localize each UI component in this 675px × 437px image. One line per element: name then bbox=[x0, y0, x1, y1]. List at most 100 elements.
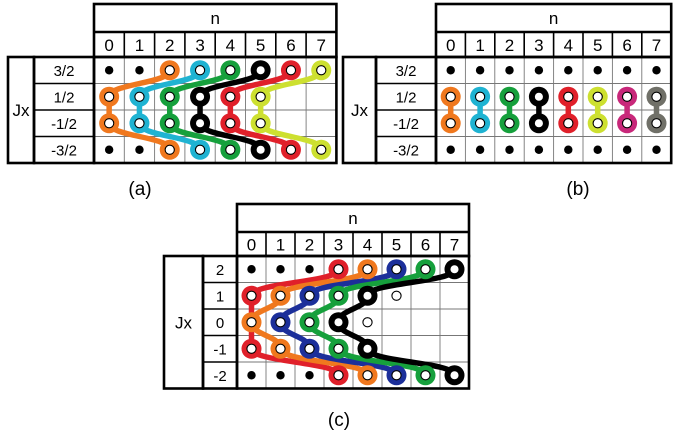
column-label: 7 bbox=[652, 36, 661, 55]
filled-dot bbox=[276, 265, 285, 274]
state-dots bbox=[445, 66, 662, 154]
open-dot bbox=[445, 118, 456, 129]
loop-cyan bbox=[136, 67, 203, 153]
column-label: 2 bbox=[165, 36, 174, 55]
open-dot bbox=[391, 264, 402, 275]
open-dot bbox=[474, 91, 486, 102]
filled-dot bbox=[652, 145, 661, 154]
column-label: 4 bbox=[363, 236, 372, 255]
open-dot bbox=[449, 370, 460, 381]
jx-box bbox=[341, 55, 378, 165]
open-dot bbox=[533, 91, 545, 102]
filled-dot bbox=[593, 145, 602, 154]
open-dot bbox=[134, 118, 145, 129]
open-dot bbox=[592, 118, 603, 129]
filled-dot bbox=[247, 265, 256, 274]
filled-dot bbox=[104, 145, 114, 154]
jx-label: Jx bbox=[13, 101, 31, 120]
column-label: 0 bbox=[104, 36, 113, 55]
filled-dot bbox=[135, 145, 144, 154]
column-label: 6 bbox=[622, 36, 631, 55]
open-dot bbox=[246, 343, 257, 354]
open-dot bbox=[225, 118, 236, 129]
row-label: 1 bbox=[216, 288, 224, 305]
open-dot bbox=[445, 91, 456, 102]
filled-dot bbox=[593, 66, 602, 75]
filled-dot bbox=[622, 66, 632, 75]
loop-black bbox=[197, 67, 264, 153]
filled-dot bbox=[505, 66, 514, 75]
state-dots bbox=[246, 264, 460, 381]
column-label: 4 bbox=[564, 36, 573, 55]
panel-caption: (b) bbox=[566, 179, 589, 200]
open-dot bbox=[391, 290, 402, 301]
column-label: 1 bbox=[475, 36, 484, 55]
filled-dot bbox=[505, 145, 514, 154]
open-dot bbox=[304, 343, 315, 354]
column-label: 1 bbox=[276, 236, 285, 255]
open-dot bbox=[651, 91, 662, 102]
filled-dot bbox=[652, 66, 661, 75]
open-dot bbox=[563, 118, 574, 129]
jx-box bbox=[162, 254, 205, 390]
filled-dot bbox=[622, 145, 632, 154]
column-label: 0 bbox=[247, 236, 256, 255]
column-label: 5 bbox=[392, 236, 401, 255]
filled-dot bbox=[446, 145, 455, 154]
open-dot bbox=[225, 91, 236, 102]
column-label: 7 bbox=[450, 236, 459, 255]
jx-label: Jx bbox=[175, 313, 193, 332]
open-dot bbox=[225, 65, 236, 76]
filled-dot bbox=[305, 371, 314, 380]
column-label: 2 bbox=[505, 36, 514, 55]
column-label: 1 bbox=[135, 36, 144, 55]
filled-dot bbox=[446, 66, 455, 75]
open-dot bbox=[333, 264, 344, 275]
open-dot bbox=[285, 144, 297, 155]
row-label: 0 bbox=[216, 315, 224, 332]
loop-yellow bbox=[257, 67, 324, 153]
filled-dot bbox=[475, 66, 485, 75]
open-dot bbox=[474, 118, 486, 129]
column-label: 3 bbox=[334, 236, 343, 255]
open-dot bbox=[362, 343, 373, 354]
open-dot bbox=[333, 290, 344, 301]
open-dot bbox=[164, 144, 175, 155]
loops bbox=[106, 67, 324, 153]
open-dot bbox=[246, 317, 257, 328]
column-label: 5 bbox=[593, 36, 602, 55]
open-dot bbox=[275, 343, 286, 354]
filled-dot bbox=[564, 145, 573, 154]
open-dot bbox=[134, 91, 145, 102]
open-dot bbox=[420, 370, 431, 381]
open-dot bbox=[504, 91, 515, 102]
filled-dot bbox=[534, 145, 544, 154]
open-dot bbox=[621, 118, 633, 129]
open-dot bbox=[255, 91, 266, 102]
open-dot bbox=[333, 317, 344, 328]
row-label: 1/2 bbox=[54, 89, 75, 106]
open-dot bbox=[563, 91, 574, 102]
open-dot bbox=[164, 118, 175, 129]
open-dot bbox=[362, 370, 373, 381]
column-label: 2 bbox=[305, 236, 314, 255]
loop-red bbox=[227, 67, 294, 153]
filled-dot bbox=[135, 66, 144, 75]
loop-green bbox=[167, 67, 234, 153]
row-label: -1/2 bbox=[393, 116, 419, 133]
n-header: n bbox=[210, 9, 219, 28]
open-dot bbox=[449, 264, 460, 275]
column-label: 7 bbox=[317, 36, 326, 55]
open-dot bbox=[362, 264, 373, 275]
row-label: -1/2 bbox=[51, 116, 77, 133]
row-label: -1 bbox=[213, 341, 226, 358]
open-dot bbox=[651, 118, 662, 129]
open-dot bbox=[194, 65, 206, 76]
filled-dot bbox=[534, 66, 544, 75]
filled-dot bbox=[475, 145, 485, 154]
column-label: 3 bbox=[195, 36, 204, 55]
column-label: 5 bbox=[256, 36, 265, 55]
